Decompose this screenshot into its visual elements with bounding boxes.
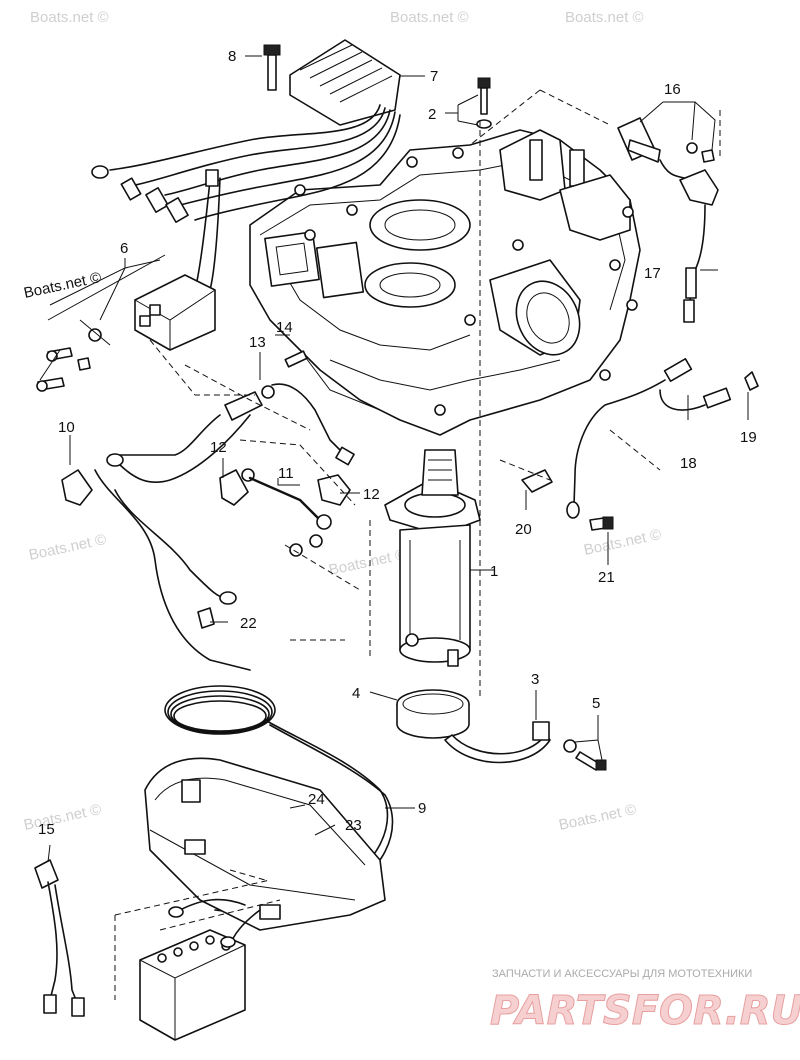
callout-14: 14 (276, 319, 293, 336)
watermark: Boats.net © (22, 801, 102, 834)
callout-12b: 12 (363, 486, 380, 503)
callout-19: 19 (740, 429, 757, 446)
rectifier-regulator (263, 39, 401, 126)
bottom-tray (144, 757, 386, 931)
rectifier-harness (91, 104, 401, 291)
callout-3: 3 (531, 671, 539, 688)
brand-name: PARTSFOR.RU (490, 988, 800, 1034)
callout-6: 6 (120, 240, 128, 257)
callout-2: 2 (428, 106, 436, 123)
bolt-washer-5 (563, 739, 607, 771)
callout-15: 15 (38, 821, 55, 838)
watermark: Boats.net © (565, 9, 644, 26)
ring-4 (396, 689, 470, 739)
watermark: Boats.net © (30, 9, 109, 26)
watermarks: Boats.net © Boats.net © Boats.net © Boat… (22, 9, 662, 834)
starter-motor (384, 449, 481, 667)
watermark: Boats.net © (27, 531, 107, 564)
caps (61, 469, 351, 506)
callout-16: 16 (664, 81, 681, 98)
relay-unit (36, 254, 216, 392)
callout-20: 20 (515, 521, 532, 538)
callout-1: 1 (490, 563, 498, 580)
ground-cable-18 (521, 358, 759, 531)
engine-block (249, 129, 641, 436)
callout-21: 21 (598, 569, 615, 586)
battery-cable-15 (34, 859, 261, 1017)
callout-9: 9 (418, 800, 426, 817)
callout-8: 8 (228, 48, 236, 65)
leader-lines (47, 55, 749, 863)
callout-18: 18 (680, 455, 697, 472)
callout-12: 12 (210, 439, 227, 456)
cable-11 (241, 468, 332, 557)
brand-logo: ЗАПЧАСТИ И АКСЕССУАРЫ ДЛЯ МОТОТЕХНИКИ PA… (490, 968, 800, 1035)
callout-22: 22 (240, 615, 257, 632)
callout-7: 7 (430, 68, 438, 85)
callout-5: 5 (592, 695, 600, 712)
cable-13 (106, 350, 355, 484)
callout-10: 10 (58, 419, 75, 436)
callout-17: 17 (644, 265, 661, 282)
callout-4: 4 (352, 685, 360, 702)
watermark: Boats.net © (390, 9, 469, 26)
reference-lines (114, 89, 721, 1000)
bolt-washer-2 (476, 77, 492, 129)
callout-11: 11 (278, 465, 294, 482)
neutral-switch (617, 117, 719, 323)
watermark: Boats.net © (557, 801, 637, 834)
brand-subtitle: ЗАПЧАСТИ И АКСЕССУАРЫ ДЛЯ МОТОТЕХНИКИ (492, 968, 752, 980)
watermark: Boats.net © (327, 546, 407, 579)
callouts: 1 2 3 4 5 6 7 8 9 10 11 12 12 13 14 15 1… (38, 48, 757, 838)
callout-24: 24 (308, 791, 325, 808)
callout-13: 13 (249, 334, 266, 351)
callout-23: 23 (345, 817, 362, 834)
battery (139, 929, 246, 1041)
watermark: Boats.net © (582, 526, 662, 559)
bracket-3 (444, 721, 551, 764)
